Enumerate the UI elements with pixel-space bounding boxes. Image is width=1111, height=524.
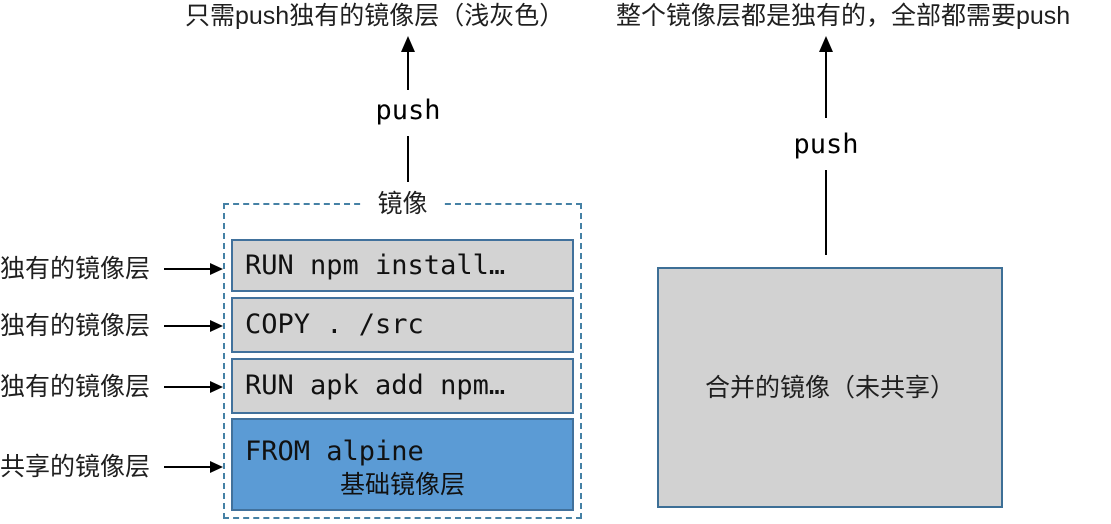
image-box-title: 镜像	[361, 189, 444, 219]
caption-right-push-all-layers: 整个镜像层都是独有的，全部都需要push	[616, 2, 1071, 30]
side-arrowhead-right-icon-4	[210, 461, 223, 473]
layer-copy-src: COPY . /src	[231, 297, 574, 353]
side-arrowhead-right-icon-3	[210, 381, 223, 393]
side-arrowhead-right-icon-1	[210, 263, 223, 275]
right-push-arrowhead-up-icon	[819, 36, 833, 52]
layer-run-npm-install: RUN npm install…	[231, 239, 574, 292]
image-dashed-box: 镜像	[223, 189, 582, 519]
left-push-label: push	[375, 95, 441, 126]
left-push-arrow-lower-line	[407, 136, 409, 182]
side-label-unique-layer-2: 独有的镜像层	[0, 312, 151, 340]
left-push-arrowhead-up-icon	[401, 36, 415, 52]
layer-code: FROM alpine	[245, 436, 424, 467]
merged-image-label: 合并的镜像（未共享）	[704, 373, 955, 402]
side-arrowhead-right-icon-2	[210, 320, 223, 332]
layer-from-alpine-base: FROM alpine 基础镜像层	[231, 418, 574, 511]
merged-image-box: 合并的镜像（未共享）	[657, 267, 1003, 508]
right-push-label: push	[793, 129, 859, 160]
side-arrow-line-1	[164, 268, 210, 270]
side-arrow-line-4	[164, 466, 210, 468]
layer-code: RUN apk add npm…	[245, 370, 506, 401]
side-label-shared-layer: 共享的镜像层	[0, 453, 151, 481]
layer-run-apk-add: RUN apk add npm…	[231, 358, 574, 414]
layer-code: COPY . /src	[245, 309, 424, 340]
right-push-arrow-upper-line	[825, 52, 827, 118]
left-push-arrow-upper-line	[407, 52, 409, 90]
side-arrow-line-3	[164, 386, 210, 388]
base-layer-label: 基础镜像层	[339, 471, 465, 499]
side-arrow-line-2	[164, 325, 210, 327]
caption-left-push-unique-layers: 只需push独有的镜像层（浅灰色）	[185, 2, 565, 30]
side-label-unique-layer-1: 独有的镜像层	[0, 255, 151, 283]
right-push-arrow-lower-line	[825, 170, 827, 255]
layer-code: RUN npm install…	[245, 249, 506, 281]
side-label-unique-layer-3: 独有的镜像层	[0, 373, 151, 401]
